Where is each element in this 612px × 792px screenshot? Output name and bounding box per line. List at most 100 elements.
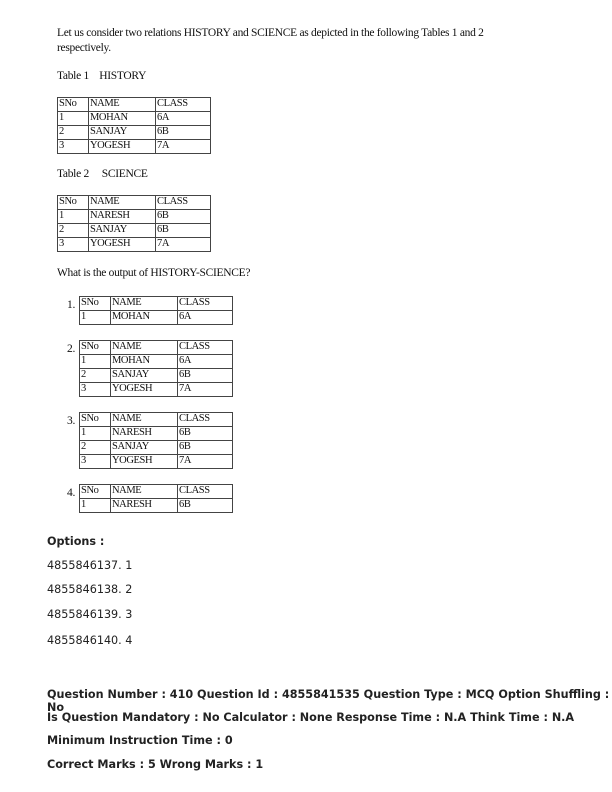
name-cell: NAME [88, 97, 156, 112]
class-cell: 6B [155, 209, 211, 224]
class-cell: 6A [155, 111, 211, 126]
name-cell: SANJAY [110, 368, 178, 383]
class-cell: 7A [177, 454, 233, 469]
class-cell: 6A [177, 354, 233, 369]
class-cell: 6B [177, 426, 233, 441]
name-cell: NARESH [88, 209, 156, 224]
sno-cell: 1 [57, 209, 89, 224]
name-cell: NAME [110, 412, 178, 427]
class-cell: 6A [177, 310, 233, 325]
sno-cell: 1 [79, 354, 111, 369]
name-cell: YOGESH [88, 237, 156, 252]
sno-cell: 1 [79, 498, 111, 513]
sno-cell: 2 [57, 223, 89, 238]
name-cell: YOGESH [88, 139, 156, 154]
sno-cell: SNo [79, 484, 111, 499]
choice-number: 4. [67, 487, 76, 499]
table2-caption: Table 2 SCIENCE [57, 168, 148, 180]
name-cell: SANJAY [88, 125, 156, 140]
sno-cell: SNo [79, 296, 111, 311]
class-cell: 7A [155, 237, 211, 252]
question-text: What is the output of HISTORY-SCIENCE? [57, 267, 251, 279]
class-cell: CLASS [155, 195, 211, 210]
sno-cell: 1 [57, 111, 89, 126]
sno-cell: 1 [79, 310, 111, 325]
sno-cell: 3 [57, 237, 89, 252]
name-cell: MOHAN [110, 310, 178, 325]
class-cell: 6B [177, 440, 233, 455]
sno-cell: 3 [57, 139, 89, 154]
sno-cell: 2 [79, 440, 111, 455]
class-cell: CLASS [177, 340, 233, 355]
sno-cell: 1 [79, 426, 111, 441]
name-cell: MOHAN [88, 111, 156, 126]
class-cell: CLASS [155, 97, 211, 112]
sno-cell: SNo [57, 97, 89, 112]
class-cell: 6B [177, 368, 233, 383]
option-2: 4855846138. 2 [47, 583, 133, 596]
class-cell: CLASS [177, 484, 233, 499]
name-cell: NAME [88, 195, 156, 210]
name-cell: SANJAY [88, 223, 156, 238]
sno-cell: SNo [79, 340, 111, 355]
class-cell: 7A [155, 139, 211, 154]
meta-line-3: Minimum Instruction Time : 0 [47, 734, 233, 747]
choice-number: 2. [67, 343, 76, 355]
class-cell: 6B [177, 498, 233, 513]
class-cell: 6B [155, 125, 211, 140]
option-1: 4855846137. 1 [47, 559, 133, 572]
sno-cell: 3 [79, 454, 111, 469]
sno-cell: SNo [79, 412, 111, 427]
name-cell: NARESH [110, 426, 178, 441]
class-cell: CLASS [177, 296, 233, 311]
options-label: Options : [47, 535, 105, 548]
name-cell: NAME [110, 484, 178, 499]
name-cell: NARESH [110, 498, 178, 513]
meta-line-2: Is Question Mandatory : No Calculator : … [47, 711, 575, 724]
meta-line-1: Question Number : 410 Question Id : 4855… [47, 688, 610, 714]
intro-line-2: respectively. [57, 42, 111, 54]
option-3: 4855846139. 3 [47, 608, 133, 621]
meta-line-4: Correct Marks : 5 Wrong Marks : 1 [47, 758, 264, 771]
name-cell: NAME [110, 340, 178, 355]
choice-number: 1. [67, 299, 76, 311]
sno-cell: 2 [57, 125, 89, 140]
intro-line-1: Let us consider two relations HISTORY an… [57, 27, 484, 39]
table1-caption: Table 1 HISTORY [57, 70, 147, 82]
sno-cell: 3 [79, 382, 111, 397]
name-cell: YOGESH [110, 454, 178, 469]
name-cell: MOHAN [110, 354, 178, 369]
class-cell: 6B [155, 223, 211, 238]
name-cell: YOGESH [110, 382, 178, 397]
sno-cell: SNo [57, 195, 89, 210]
choice-number: 3. [67, 415, 76, 427]
class-cell: 7A [177, 382, 233, 397]
option-4: 4855846140. 4 [47, 634, 133, 647]
